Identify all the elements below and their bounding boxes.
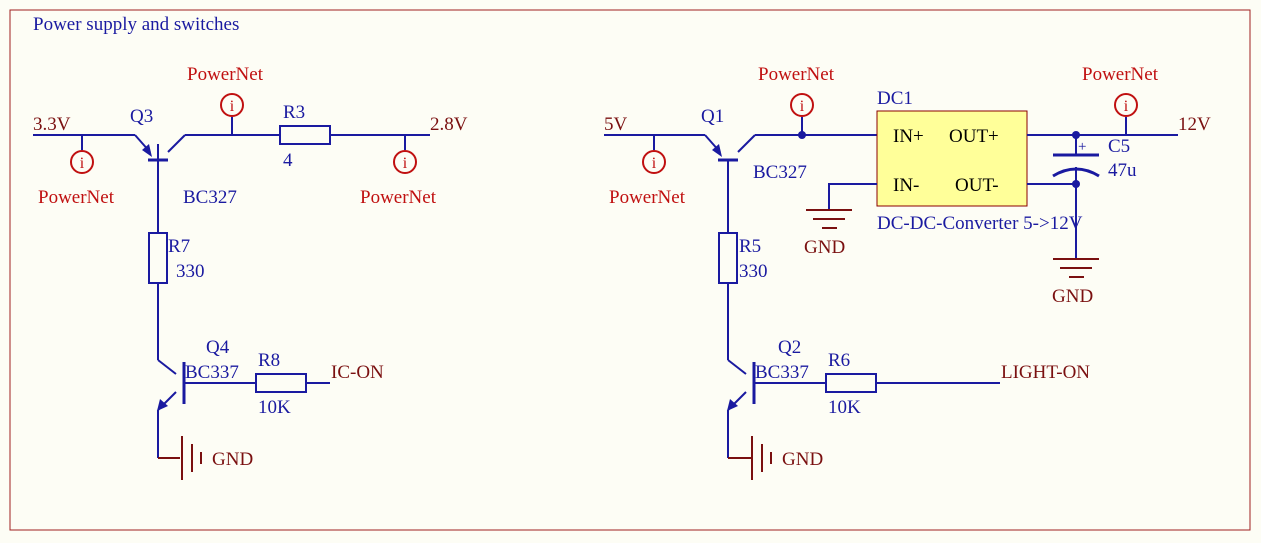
info-icon <box>790 93 814 117</box>
sheet-border <box>9 9 1251 531</box>
info-icon <box>1114 93 1138 117</box>
powernet-probe-2v8: i PowerNet <box>360 135 437 208</box>
net-label-ic-on: IC-ON <box>331 362 384 383</box>
resistor-r8: R8 10K <box>255 350 307 418</box>
powernet-probe-3v3: i PowerNet <box>38 135 115 208</box>
net-label-5v: 5V <box>604 114 628 135</box>
info-glyph: i <box>652 155 657 172</box>
net-label-12v: 12V <box>1178 114 1211 135</box>
transistor-q4: Q4 BC337 <box>157 337 255 411</box>
probe-label: PowerNet <box>1082 64 1159 85</box>
probe-label: PowerNet <box>38 187 115 208</box>
gnd-label: GND <box>804 237 845 258</box>
info-icon <box>642 150 666 174</box>
probe-label: PowerNet <box>360 187 437 208</box>
info-glyph: i <box>1124 98 1129 115</box>
net-label-light-on: LIGHT-ON <box>1001 362 1090 383</box>
probe-label: PowerNet <box>758 64 835 85</box>
r7-value: 330 <box>176 261 205 282</box>
r5-value: 330 <box>739 261 768 282</box>
c5-ref: C5 <box>1108 136 1130 157</box>
right-circuit: 5V i PowerNet Q1 BC327 i PowerNet <box>604 64 1211 480</box>
transistor-q2: Q2 BC337 <box>727 337 826 411</box>
ground-icon: GND <box>181 436 253 480</box>
gnd-label: GND <box>782 449 823 470</box>
powernet-probe-q3-collector: i PowerNet <box>187 64 264 135</box>
ground-icon: GND <box>804 209 852 258</box>
resistor-r7: R7 330 <box>148 232 205 284</box>
dc1-pin-in-plus: IN+ <box>893 126 924 147</box>
gnd-label: GND <box>212 449 253 470</box>
resistor-r6: R6 10K <box>825 350 877 418</box>
info-glyph: i <box>80 155 85 172</box>
q2-value: BC337 <box>755 362 809 383</box>
net-label-3v3: 3.3V <box>33 114 71 135</box>
r6-value: 10K <box>828 397 861 418</box>
dc1-description: DC-DC-Converter 5->12V <box>877 213 1083 234</box>
r7-ref: R7 <box>168 236 190 257</box>
q1-ref: Q1 <box>701 106 724 127</box>
capacitor-c5: + C5 47u <box>1052 135 1137 184</box>
q3-ref: Q3 <box>130 106 153 127</box>
dc1-pin-in-minus: IN- <box>893 175 919 196</box>
probe-label: PowerNet <box>609 187 686 208</box>
resistor-r5: R5 330 <box>718 232 768 284</box>
q4-ref: Q4 <box>206 337 230 358</box>
r5-ref: R5 <box>739 236 761 257</box>
r8-ref: R8 <box>258 350 280 371</box>
r3-value: 4 <box>283 150 293 171</box>
r8-value: 10K <box>258 397 291 418</box>
ground-icon: GND <box>751 436 823 480</box>
wire-in-minus-gnd <box>828 183 877 210</box>
ground-icon: GND <box>1052 258 1099 307</box>
dc-dc-converter-dc1: DC1 IN+ OUT+ IN- OUT- DC-DC-Converter 5-… <box>876 88 1083 234</box>
q1-value: BC327 <box>753 162 807 183</box>
info-glyph: i <box>230 98 235 115</box>
info-glyph: i <box>800 98 805 115</box>
info-icon <box>220 93 244 117</box>
q2-ref: Q2 <box>778 337 801 358</box>
r6-ref: R6 <box>828 350 850 371</box>
info-icon <box>393 150 417 174</box>
net-label-2v8: 2.8V <box>430 114 468 135</box>
info-glyph: i <box>403 155 408 172</box>
dc1-pin-out-plus: OUT+ <box>949 126 999 147</box>
gnd-label: GND <box>1052 286 1093 307</box>
q3-value: BC327 <box>183 187 237 208</box>
transistor-q1: Q1 BC327 <box>701 106 807 232</box>
resistor-r3: R3 4 <box>279 102 331 171</box>
dc1-ref: DC1 <box>877 88 913 109</box>
q4-value: BC337 <box>185 362 239 383</box>
sheet-title: Power supply and switches <box>33 14 239 35</box>
r3-ref: R3 <box>283 102 305 123</box>
powernet-probe-5v: i PowerNet <box>609 135 686 208</box>
left-circuit: 3.3V i PowerNet Q3 BC327 i PowerNet <box>33 64 468 480</box>
transistor-q3: Q3 BC327 <box>130 106 237 232</box>
dc1-pin-out-minus: OUT- <box>955 175 999 196</box>
c5-value: 47u <box>1108 160 1137 181</box>
powernet-probe-12v: i PowerNet <box>1082 64 1159 135</box>
probe-label: PowerNet <box>187 64 264 85</box>
c5-polarity: + <box>1078 139 1086 155</box>
powernet-probe-q1-collector: i PowerNet <box>758 64 835 135</box>
info-icon <box>70 150 94 174</box>
